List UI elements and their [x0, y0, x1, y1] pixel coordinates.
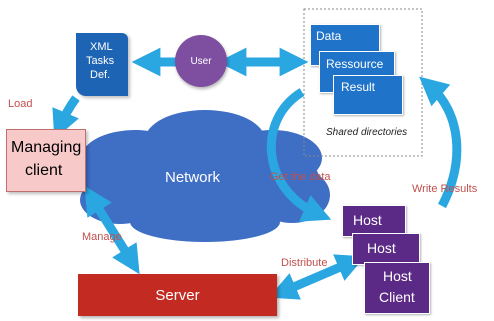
result-box: Result [333, 75, 403, 115]
edge-get-data-label: Get the data [270, 171, 331, 183]
xml-line-1: XML [90, 41, 113, 53]
data-label: Data [316, 29, 342, 43]
edge-load-label: Load [8, 98, 33, 110]
user-node: User [175, 35, 227, 87]
ressource-label: Ressource [326, 57, 384, 71]
shared-directories-frame [303, 8, 423, 157]
managing-line-1: Managing [11, 139, 82, 156]
edge-write-results-label: Write Results [412, 183, 478, 195]
user-label: User [190, 55, 212, 67]
arrow-load [52, 95, 80, 140]
server-node: Server [78, 274, 277, 316]
xml-tasks-document: XML Tasks Def. [76, 33, 128, 96]
managing-client-node: Managing client [6, 129, 86, 192]
shared-directories-label: Shared directories [326, 127, 408, 138]
host-client-line-2: Client [379, 289, 415, 305]
host-2-node: Host [352, 233, 420, 265]
arrow-manage [84, 185, 140, 275]
edge-distribute-label: Distribute [281, 257, 328, 269]
managing-line-2: client [25, 162, 63, 179]
arrow-write-results [419, 76, 462, 209]
edge-manage-label: Manage [82, 231, 122, 243]
result-label: Result [341, 80, 376, 94]
network-label: Network [165, 169, 221, 186]
xml-line-2: Tasks [86, 55, 115, 67]
arrow-distribute [268, 254, 366, 300]
host-client-node: Host Client [364, 262, 430, 314]
host-1-label: Host [353, 212, 382, 228]
host-client-line-1: Host [383, 268, 412, 284]
server-label: Server [155, 286, 200, 304]
xml-line-3: Def. [90, 69, 111, 81]
arrow-get-data [266, 88, 332, 222]
host-1-node: Host [342, 205, 406, 237]
host-2-label: Host [367, 240, 396, 256]
